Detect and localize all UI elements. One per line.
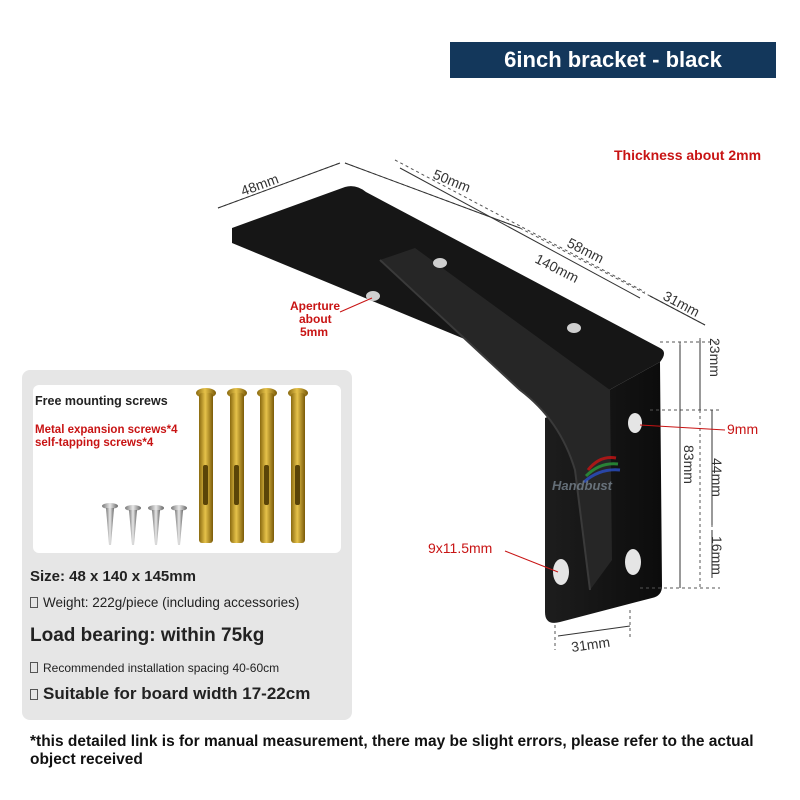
plate-hole: [433, 258, 447, 268]
bullet-icon: [30, 689, 38, 700]
screws-title: Free mounting screws: [35, 394, 168, 408]
aperture-label-2: about: [299, 312, 332, 326]
bracket-rib: [380, 248, 612, 590]
plate-hole: [366, 291, 380, 301]
footnote: *this detailed link is for manual measur…: [30, 733, 754, 768]
wall-hole: [628, 413, 642, 433]
wall-slot: [553, 559, 569, 585]
screws-box: [33, 385, 341, 553]
dim-16: 16mm: [709, 536, 725, 575]
spec-spacing: Recommended installation spacing 40-60cm: [30, 661, 279, 675]
expansion-screw-icon: [227, 388, 247, 543]
spec-weight-text: Weight: 222g/piece (including accessorie…: [43, 595, 300, 610]
spec-load: Load bearing: within 75kg: [30, 625, 265, 646]
dim-44: 44mm: [709, 458, 725, 497]
bullet-icon: [30, 597, 38, 608]
spec-spacing-text: Recommended installation spacing 40-60cm: [43, 661, 280, 675]
title-text: 6inch bracket - black: [504, 47, 722, 72]
watermark-text: Handbust: [552, 478, 612, 493]
thickness-label: Thickness about 2mm: [614, 147, 762, 163]
bullet-icon: [30, 662, 38, 673]
screws-description: Metal expansion screws*4 self-tapping sc…: [35, 424, 178, 449]
expansion-screw-icon: [257, 388, 277, 543]
plate-hole: [567, 323, 581, 333]
aperture-label-3: 5mm: [300, 325, 328, 339]
aperture-label-1: Aperture: [290, 299, 340, 313]
dim-23: 23mm: [707, 338, 723, 377]
spec-board: Suitable for board width 17-22cm: [30, 684, 310, 704]
dim-9: 9mm: [727, 421, 758, 437]
self-tapping-screw-icon: [148, 505, 164, 545]
spec-size: Size: 48 x 140 x 145mm: [30, 568, 196, 585]
wall-slot: [625, 549, 641, 575]
page-title: 6inch bracket - black: [450, 42, 776, 78]
watermark-logo-icon: [583, 456, 621, 484]
self-tapping-screw-icon: [102, 503, 118, 545]
self-tapping-screw-icon: [125, 505, 141, 545]
dim-83: 83mm: [681, 445, 697, 484]
spec-board-text: Suitable for board width 17-22cm: [43, 684, 311, 703]
expansion-screw-icon: [196, 388, 216, 543]
self-tapping-screw-icon: [171, 505, 187, 545]
spec-weight: Weight: 222g/piece (including accessorie…: [30, 595, 299, 610]
dim-slot: 9x11.5mm: [428, 540, 492, 556]
expansion-screw-icon: [288, 388, 308, 543]
dim-31-bottom: 31mm: [570, 634, 611, 655]
